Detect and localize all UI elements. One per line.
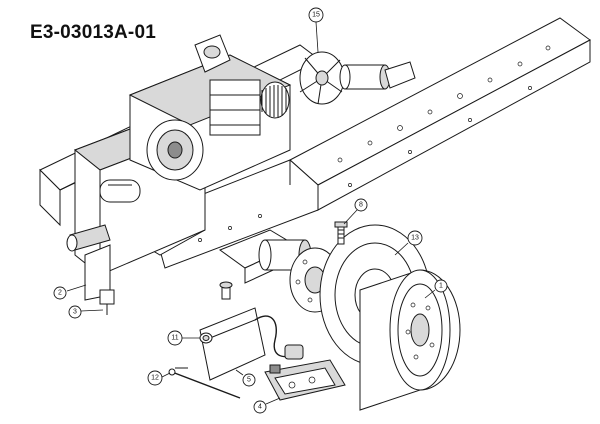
callout-2: 2 <box>53 286 67 300</box>
callout-11-label: 11 <box>171 335 178 342</box>
callout-1-label: 1 <box>439 283 443 290</box>
callout-5: 5 <box>242 373 256 387</box>
callout-12-label: 12 <box>151 375 159 382</box>
engine-assembly <box>128 34 292 191</box>
callout-3: 3 <box>68 305 82 319</box>
callout-5-label: 5 <box>247 377 251 384</box>
callout-8-label: 8 <box>359 202 363 209</box>
motor-coil <box>261 85 287 117</box>
callout-3-label: 3 <box>73 309 77 316</box>
callout-11: 11 <box>167 330 183 346</box>
bolt-part-8 <box>334 221 348 245</box>
callouts: 15 2 3 13 8 <box>53 7 448 414</box>
fitting-part-11 <box>199 332 213 344</box>
frame-holes <box>198 45 551 242</box>
brake-rod <box>168 367 241 399</box>
callout-15: 15 <box>308 7 324 23</box>
diagram-title: E3-03013A-01 <box>30 22 156 43</box>
callout-4: 4 <box>253 400 267 414</box>
callout-15-label: 15 <box>312 12 320 19</box>
callout-12: 12 <box>147 370 163 386</box>
callout-13-label: 13 <box>411 235 419 242</box>
brake-caliper <box>264 359 346 401</box>
callout-1: 1 <box>434 279 448 293</box>
callout-13: 13 <box>407 230 423 246</box>
cooling-fan <box>299 51 416 105</box>
hub-bracket <box>218 229 312 284</box>
mounting-plate <box>199 281 304 381</box>
callout-2-label: 2 <box>58 290 62 297</box>
callout-8: 8 <box>354 198 368 212</box>
callout-4-label: 4 <box>258 404 262 411</box>
brake-drum <box>359 269 461 411</box>
